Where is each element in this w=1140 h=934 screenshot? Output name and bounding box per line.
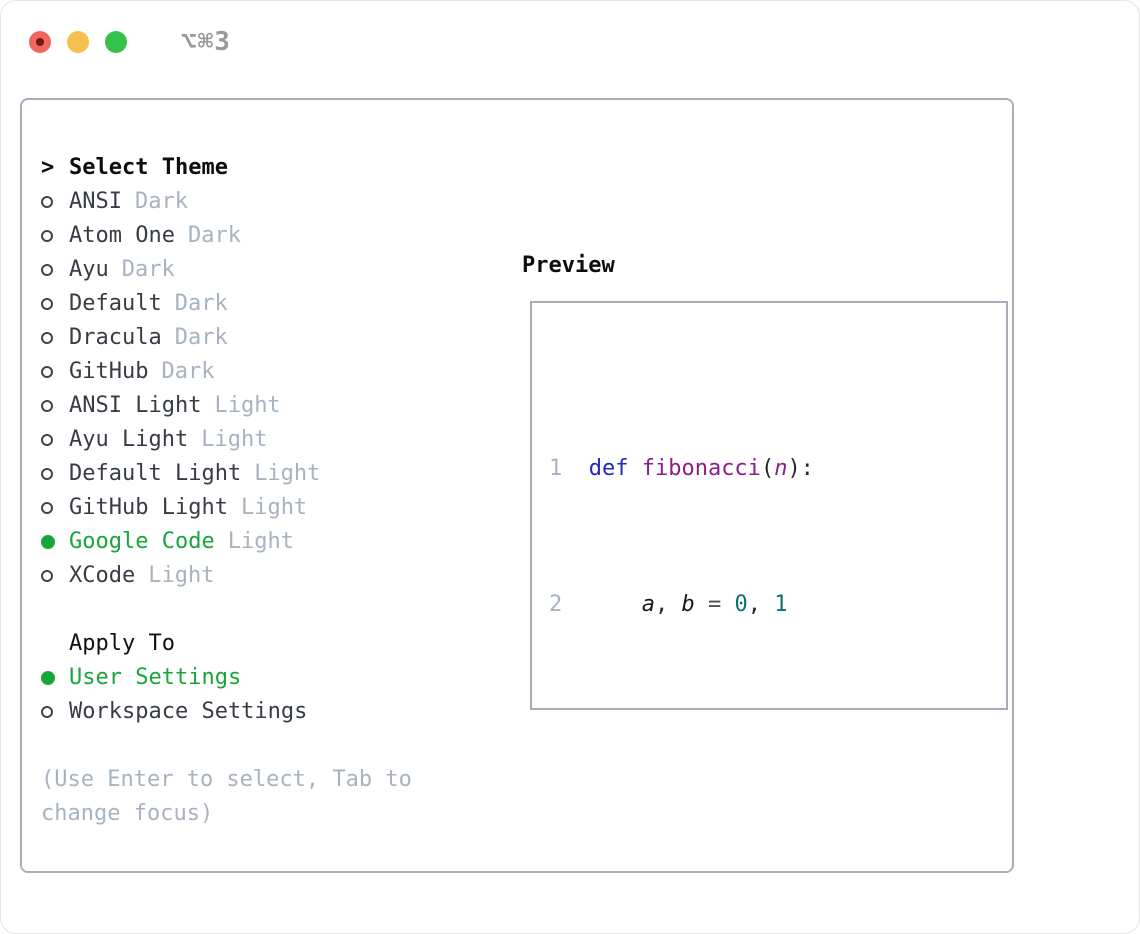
radio-icon bbox=[41, 570, 53, 582]
titlebar: ⌥⌘3 bbox=[29, 27, 231, 57]
zoom-button[interactable] bbox=[105, 31, 127, 53]
minimize-button[interactable] bbox=[67, 31, 89, 53]
theme-option[interactable]: Default Dark bbox=[41, 287, 481, 321]
line-number: 2 bbox=[549, 592, 563, 617]
window-title: ⌥⌘3 bbox=[181, 27, 231, 57]
spacer bbox=[41, 729, 481, 763]
theme-option[interactable]: GitHub Light Light bbox=[41, 491, 481, 525]
code-line: 2 a, b = 0, 1 bbox=[549, 588, 1006, 622]
theme-option[interactable]: Default Light Light bbox=[41, 457, 481, 491]
theme-option[interactable]: Ayu Dark bbox=[41, 253, 481, 287]
apply-option-workspace-settings[interactable]: Workspace Settings bbox=[41, 695, 481, 729]
unsaved-dot-icon bbox=[36, 38, 44, 46]
theme-picker-panel: > Select Theme ANSI Dark Atom One Dark A… bbox=[20, 98, 1014, 873]
theme-list-column: > Select Theme ANSI Dark Atom One Dark A… bbox=[41, 151, 481, 831]
apply-to-header: Apply To bbox=[69, 631, 175, 656]
select-theme-header: > Select Theme bbox=[41, 151, 481, 185]
help-text: (Use Enter to select, Tab to change focu… bbox=[41, 767, 412, 826]
radio-icon bbox=[41, 535, 55, 549]
page-title: Select Theme bbox=[69, 155, 228, 180]
radio-icon bbox=[41, 400, 53, 412]
radio-icon bbox=[41, 264, 53, 276]
theme-option[interactable]: ANSI Dark bbox=[41, 185, 481, 219]
radio-icon bbox=[41, 671, 55, 685]
preview-title: Preview bbox=[522, 252, 615, 278]
theme-option[interactable]: GitHub Dark bbox=[41, 355, 481, 389]
radio-icon bbox=[41, 468, 53, 480]
theme-option[interactable]: Ayu Light Light bbox=[41, 423, 481, 457]
line-number: 1 bbox=[549, 456, 563, 481]
radio-icon bbox=[41, 196, 53, 208]
apply-option-user-settings[interactable]: User Settings bbox=[41, 661, 481, 695]
radio-icon bbox=[41, 298, 53, 310]
spacer bbox=[41, 593, 481, 627]
theme-option[interactable]: XCode Light bbox=[41, 559, 481, 593]
theme-option[interactable]: Dracula Dark bbox=[41, 321, 481, 355]
theme-option[interactable]: Atom One Dark bbox=[41, 219, 481, 253]
prompt-icon: > bbox=[41, 155, 55, 180]
radio-icon bbox=[41, 366, 53, 378]
close-button[interactable] bbox=[29, 31, 51, 53]
radio-icon bbox=[41, 706, 53, 718]
theme-option[interactable]: Google Code Light bbox=[41, 525, 481, 559]
theme-option[interactable]: ANSI Light Light bbox=[41, 389, 481, 423]
radio-icon bbox=[41, 332, 53, 344]
radio-icon bbox=[41, 230, 53, 242]
radio-icon bbox=[41, 434, 53, 446]
radio-icon bbox=[41, 502, 53, 514]
